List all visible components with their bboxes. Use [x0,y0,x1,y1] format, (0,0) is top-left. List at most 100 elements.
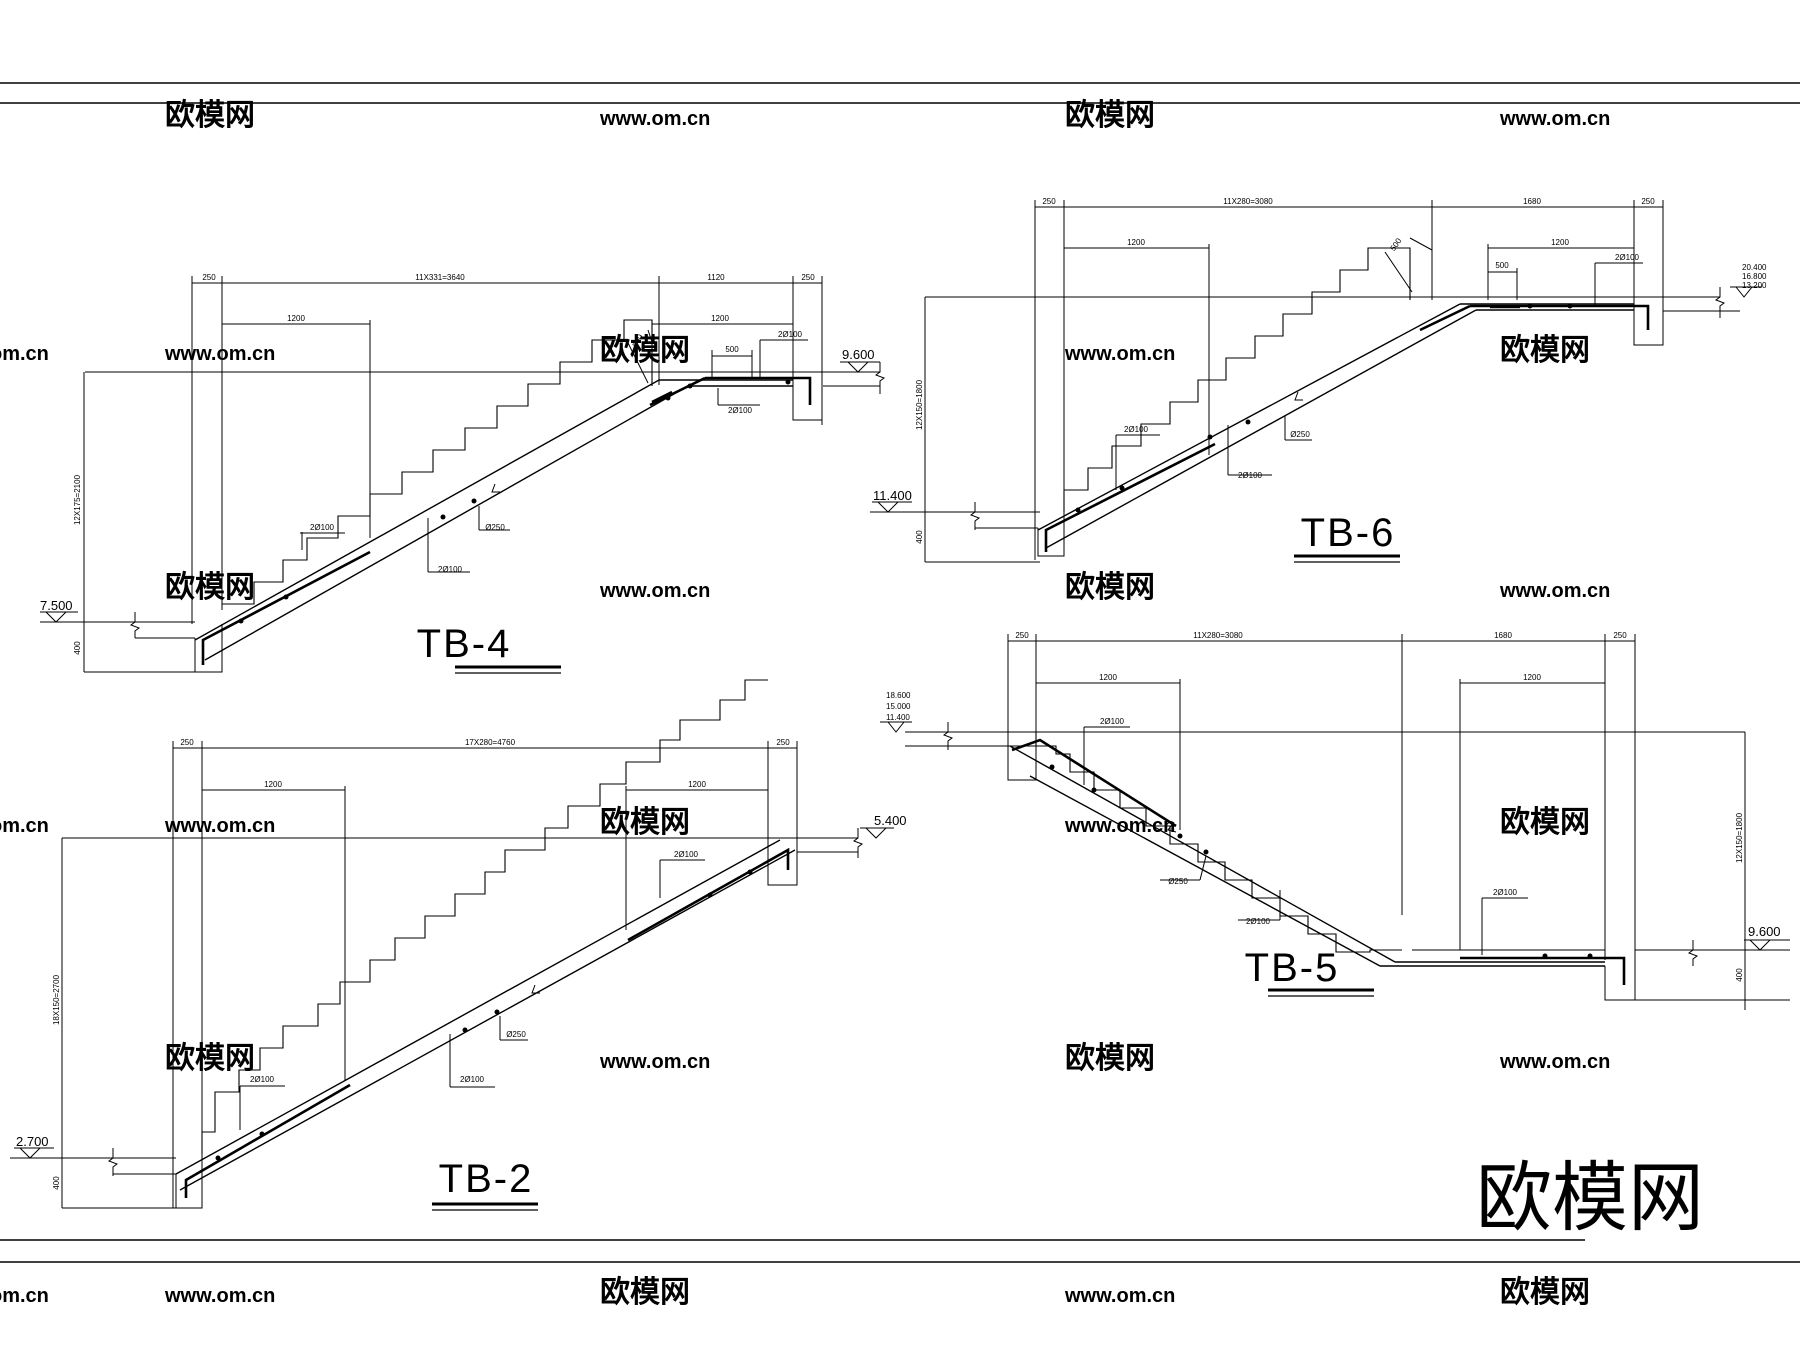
rebar-label: 2Ø100 [1493,888,1518,897]
sheet-border [0,82,1800,1263]
level-bottom: 7.500 [40,598,73,613]
dim-250-left: 250 [1042,197,1056,206]
level-top: 5.400 [874,813,907,828]
rebar-label: 2Ø100 [1124,425,1149,434]
rebar-label: 2Ø100 [438,565,463,574]
dim-1200-right: 1200 [1551,238,1569,247]
watermark-url: www.om.cn [164,1285,275,1307]
dim-vertical-400: 400 [1735,968,1744,982]
watermark-brand: 欧模网 [165,99,255,132]
dim-1200-right: 1200 [711,314,729,323]
dim-1200-right: 1200 [1523,673,1541,682]
level-label: 13.200 [1742,281,1767,290]
rebar-label: 2Ø100 [674,850,699,859]
rebar-label: 2Ø100 [460,1075,485,1084]
dim-250-right: 250 [801,273,815,282]
level-label: 16.800 [1742,272,1767,281]
level-label: 18.600 [886,691,911,700]
watermark-brand: 欧模网 [600,334,690,367]
dim-vertical-height: 12X175=2100 [73,474,82,525]
dist-bar-label: Ø250 [506,1030,526,1039]
rebar-label: 2Ø100 [1100,717,1125,726]
watermark-brand: 欧模网 [1500,1276,1590,1309]
stair-title: TB-4 [417,622,512,666]
dist-bar-label: Ø250 [485,523,505,532]
watermark-url: www.om.cn [1064,343,1175,365]
dist-bar-label: Ø250 [1168,877,1188,886]
rebar-label: 2Ø100 [250,1075,275,1084]
dim-250-left: 250 [202,273,216,282]
level-label: 20.400 [1742,263,1767,272]
dim-vertical-400: 400 [73,641,82,655]
rebar-label: 2Ø100 [778,330,803,339]
stair-title: TB-6 [1301,511,1396,555]
level-label: 11.400 [886,713,910,722]
dim-500: 500 [1495,261,1509,270]
watermark-url: www.om.cn [599,108,710,130]
dim-run: 11X331=3640 [415,273,465,282]
watermark-brand: 欧模网 [1500,806,1590,839]
dim-250-right: 250 [776,738,790,747]
watermark-brand: 欧模网 [1065,99,1155,132]
dim-250-right: 250 [1641,197,1655,206]
stair-title: TB-5 [1245,946,1340,990]
watermark-url: www.om.cn [1499,108,1610,130]
stair-tb4: 250 11X331=3640 1120 250 1200 1200 500 5… [40,273,886,674]
level-bottom: 11.400 [873,488,912,503]
stair-tb6: 250 11X280=3080 1680 250 1200 1200 500 5… [870,197,1767,563]
dim-1200-left: 1200 [1127,238,1145,247]
watermark-url: www.om.cn [1499,1051,1610,1073]
watermark-url: www.om.cn [1499,580,1610,602]
dim-landing: 1680 [1523,197,1541,206]
level-top: 9.600 [842,347,875,362]
rebar-label: 2Ø100 [310,523,335,532]
dim-vertical-400: 400 [52,1176,61,1190]
level-label: 15.000 [886,702,911,711]
stair-tb5: 250 11X280=3080 1680 250 1200 1200 2Ø100… [880,631,1790,1010]
dim-250-left: 250 [180,738,194,747]
dim-run: 11X280=3080 [1193,631,1243,640]
watermark-url: www.om.cn [1064,815,1175,837]
dim-1200-left: 1200 [264,780,282,789]
brand-logo-text: 欧模网 [1476,1156,1704,1241]
watermark-url-partial: om.cn [0,1285,49,1307]
rebar-label: 2Ø100 [1238,471,1263,480]
watermark-brand: 欧模网 [600,806,690,839]
level-right: 9.600 [1748,924,1781,939]
dist-bar-label: Ø250 [1290,430,1310,439]
dim-landing: 1680 [1494,631,1512,640]
dim-500: 500 [725,345,739,354]
dim-250-left: 250 [1015,631,1029,640]
dim-1200-left: 1200 [287,314,305,323]
watermark-url-partial: om.cn [0,815,49,837]
watermark-brand: 欧模网 [600,1276,690,1309]
stair-tb2: 250 17X280=4760 250 1200 1200 2Ø100 2Ø10… [10,679,907,1211]
level-bottom: 2.700 [16,1134,49,1149]
rebar-label: 2Ø100 [1615,253,1640,262]
dim-1200-right: 1200 [688,780,706,789]
rebar-label: 2Ø100 [1246,917,1271,926]
dim-vertical-height: 12X150=1800 [1735,812,1744,863]
dim-1200-left: 1200 [1099,673,1117,682]
watermark-url-partial: om.cn [0,343,49,365]
watermark-url: www.om.cn [599,580,710,602]
dim-vertical-height: 12X150=1800 [915,379,924,430]
dim-vertical-400: 400 [915,530,924,544]
dim-vertical-height: 18X150=2700 [52,974,61,1025]
watermark-url: www.om.cn [164,815,275,837]
watermark-brand: 欧模网 [1065,1042,1155,1075]
dim-run: 17X280=4760 [465,738,516,747]
watermark-url: www.om.cn [1064,1285,1175,1307]
dim-run: 11X280=3080 [1223,197,1273,206]
watermark-brand: 欧模网 [1065,571,1155,604]
rebar-label: 2Ø100 [728,406,753,415]
watermark-brand: 欧模网 [1500,334,1590,367]
dim-landing: 1120 [707,273,725,282]
stair-title: TB-2 [439,1157,534,1201]
watermark-url: www.om.cn [164,343,275,365]
watermark-url: www.om.cn [599,1051,710,1073]
dim-250-right: 250 [1613,631,1627,640]
watermark-brand: 欧模网 [165,571,255,604]
dim-500-inclined: 500 [1388,236,1403,253]
